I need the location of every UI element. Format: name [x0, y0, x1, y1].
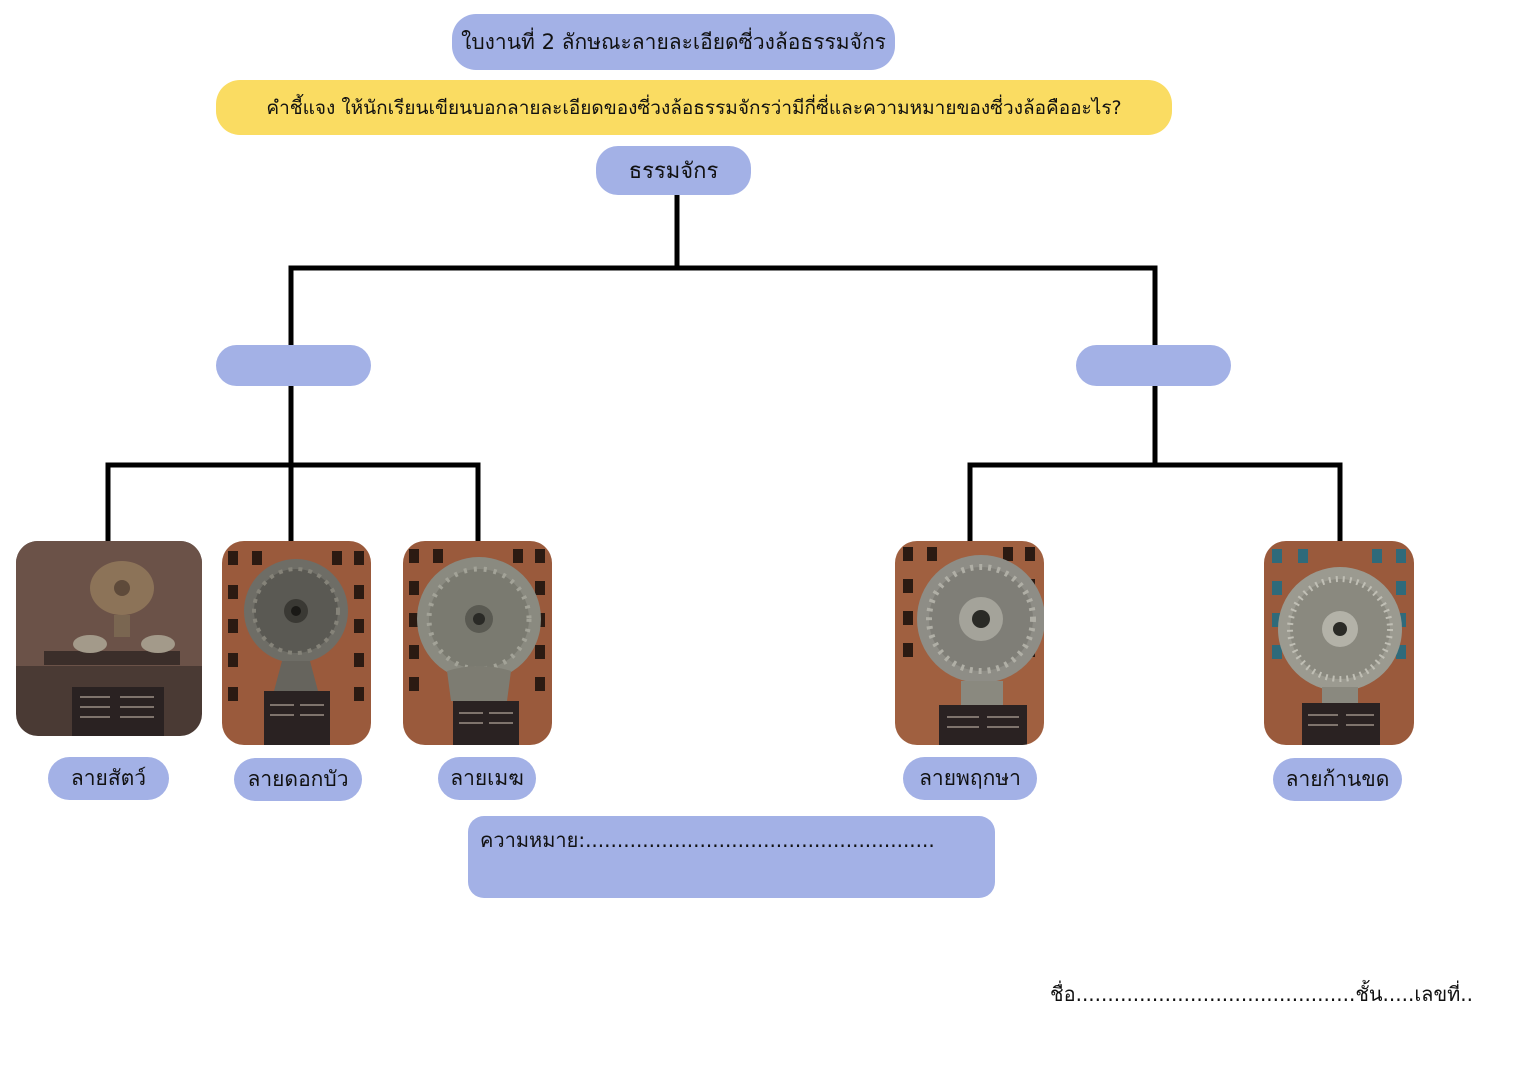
root-node-dharma-wheel: ธรรมจักร	[596, 146, 751, 195]
leaf-label-cloud: ลายเมฆ	[438, 757, 536, 800]
photo-scroll-wheel	[1264, 541, 1414, 745]
meaning-label: ความหมาย:...............................…	[480, 828, 935, 852]
student-info-line: ชื่อ....................................…	[1050, 982, 1474, 1006]
dharma-wheel-photo-icon	[222, 541, 371, 745]
dharma-wheel-photo-icon	[895, 541, 1044, 745]
leaf-label-scroll: ลายก้านขด	[1273, 758, 1402, 801]
branch-box-right[interactable]	[1076, 345, 1231, 386]
photo-floral-wheel	[895, 541, 1044, 745]
leaf-label-floral: ลายพฤกษา	[903, 757, 1037, 800]
leaf-label-lotus: ลายดอกบัว	[234, 758, 362, 801]
branch-box-left[interactable]	[216, 345, 371, 386]
worksheet-title: ใบงานที่ 2 ลักษณะลายละเอียดซี่วงล้อธรรมจ…	[452, 14, 895, 70]
wheel-with-deer-photo-icon	[16, 541, 202, 736]
meaning-answer-box[interactable]: ความหมาย:...............................…	[468, 816, 995, 898]
instruction-banner: คำชี้แจง ให้นักเรียนเขียนบอกลายละเอียดขอ…	[216, 80, 1172, 135]
leaf-label-animal: ลายสัตว์	[48, 757, 169, 800]
dharma-wheel-photo-icon	[1264, 541, 1414, 745]
dharma-wheel-photo-icon	[403, 541, 552, 745]
photo-lotus-wheel	[222, 541, 371, 745]
photo-wheel-with-deer	[16, 541, 202, 736]
photo-cloud-wheel	[403, 541, 552, 745]
